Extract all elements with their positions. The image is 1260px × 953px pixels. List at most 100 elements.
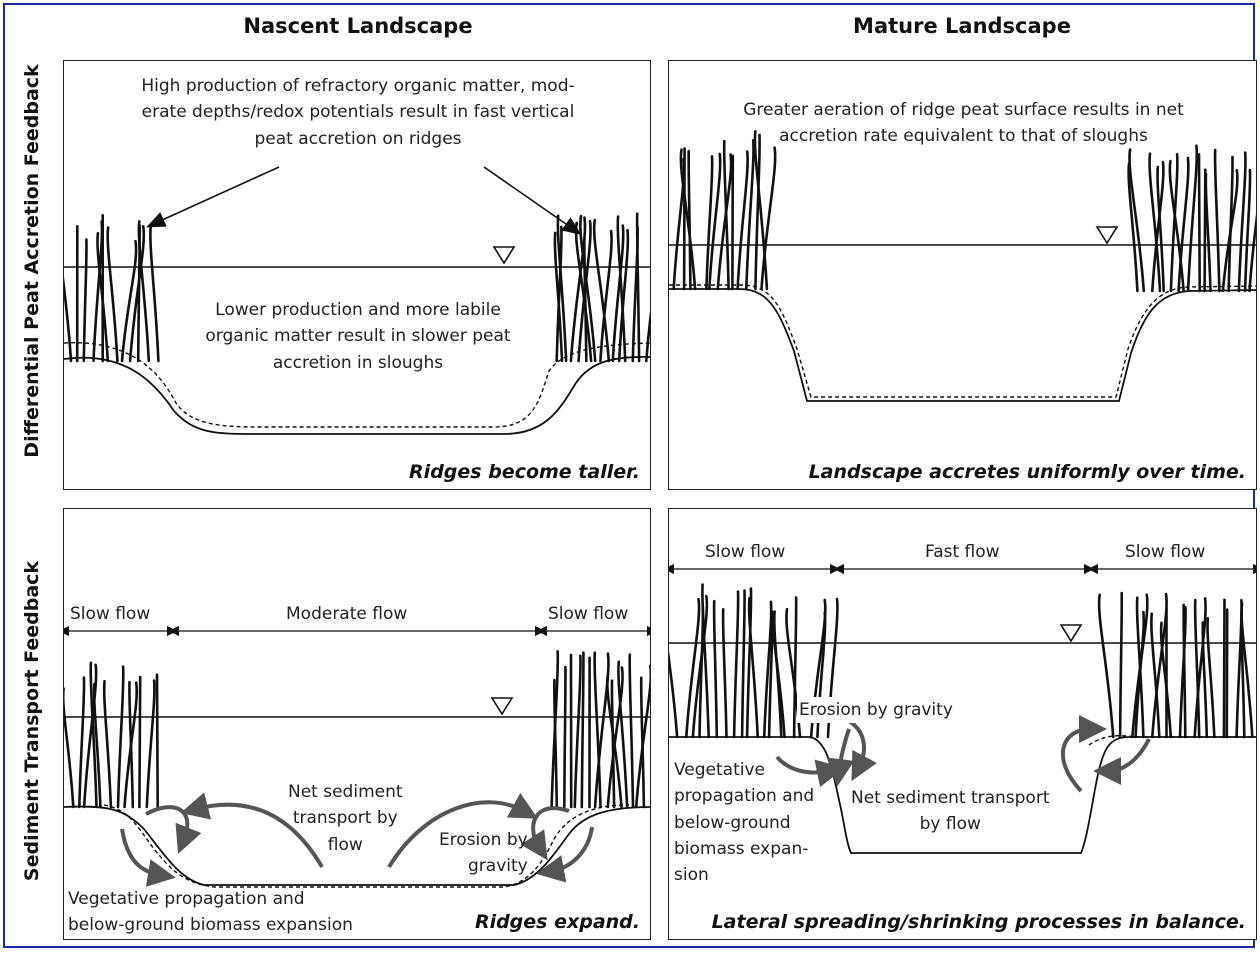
water-level-triangle xyxy=(1097,227,1117,243)
text-line: Greater aeration of ridge peat surface r… xyxy=(669,97,1257,123)
slow-flow-right-label: Slow flow xyxy=(1125,539,1205,565)
grass-blade xyxy=(118,667,123,808)
net-sediment-transport-label: Net sediment transport by flow xyxy=(288,779,403,858)
grass-blade xyxy=(564,667,565,807)
erosion-by-gravity-label: Erosion by gravity xyxy=(797,697,955,723)
grass-blade xyxy=(794,598,796,738)
text-line: Erosion by xyxy=(420,827,528,853)
text-line: biomass expan- xyxy=(674,836,814,862)
grass-blade xyxy=(1206,174,1211,291)
grass-blade xyxy=(129,682,132,807)
panel-nascent-sediment: Slow flow Moderate flow Slow flow Net se… xyxy=(63,508,651,940)
erosion-arrow-left xyxy=(146,807,187,839)
grass-blade xyxy=(575,656,581,807)
grass-blade xyxy=(773,613,785,738)
grass-blade xyxy=(714,601,717,737)
grass-blade xyxy=(1120,593,1122,737)
column-title-mature: Mature Landscape xyxy=(662,14,1260,38)
future-surface-dashed xyxy=(669,285,1257,397)
text-line: Net sediment transport xyxy=(851,785,1050,811)
grass-blade xyxy=(1099,595,1113,737)
grass-blade xyxy=(147,681,155,808)
fast-flow-label: Fast flow xyxy=(925,539,1000,565)
grass-blade xyxy=(157,675,158,807)
ground-surface xyxy=(669,289,1257,401)
ridge-vegetation-right xyxy=(1099,593,1252,737)
vegetative-arrow-right xyxy=(1109,739,1149,771)
grass-blade xyxy=(1203,623,1207,737)
row-title-sediment-transport: Sediment Transport Feedback xyxy=(19,511,45,931)
water-level-triangle xyxy=(492,698,512,714)
grass-blade xyxy=(1224,600,1225,737)
text-line: Vegetative propagation and xyxy=(68,886,353,912)
text-line: by flow xyxy=(851,811,1050,837)
sediment-transport-arrow-right xyxy=(1063,729,1091,791)
grass-blade xyxy=(139,677,140,807)
text-line: flow xyxy=(288,832,403,858)
panel-mature-sediment: Slow flow Fast flow Slow flow Erosion by… xyxy=(668,508,1257,940)
text-line: peat accretion on ridges xyxy=(64,126,651,152)
grass-blade xyxy=(749,598,758,737)
text-line: accretion in sloughs xyxy=(64,350,651,376)
grass-blade xyxy=(762,148,776,289)
grass-blade xyxy=(742,591,745,738)
panel-mature-peat: Greater aeration of ridge peat surface r… xyxy=(668,60,1257,490)
grass-blade xyxy=(641,678,644,807)
grass-blade xyxy=(734,592,738,737)
text-line: transport by xyxy=(288,805,403,831)
grass-blade xyxy=(1215,150,1219,291)
text-line: below-ground biomass expansion xyxy=(68,912,353,938)
peat-accretion-ridges-text: High production of refractory organic ma… xyxy=(64,73,651,152)
aeration-text: Greater aeration of ridge peat surface r… xyxy=(669,97,1257,150)
text-line: Net sediment xyxy=(288,779,403,805)
moderate-flow-label: Moderate flow xyxy=(286,601,407,627)
slow-flow-right-label: Slow flow xyxy=(548,601,628,627)
text-line: erate depths/redox potentials result in … xyxy=(64,99,651,125)
grass-blade xyxy=(630,655,633,807)
slow-flow-left-label: Slow flow xyxy=(70,601,150,627)
grass-blade xyxy=(1239,153,1246,291)
text-line: propagation and xyxy=(674,783,814,809)
ridge-vegetation-right xyxy=(552,651,651,807)
panel-caption: Ridges expand. xyxy=(475,911,640,933)
panel-caption: Ridges become taller. xyxy=(409,461,640,483)
grass-blade xyxy=(669,604,677,737)
ridge-vegetation-left xyxy=(64,663,158,807)
grass-blade xyxy=(1179,158,1189,291)
vegetative-propagation-label: Vegetative propagation and below-ground … xyxy=(674,757,814,889)
arrow-to-right-ridge xyxy=(484,167,579,233)
grass-blade xyxy=(723,609,726,737)
grass-blade xyxy=(104,681,111,807)
row-title-peat-accretion: Differential Peat Accretion Feedback xyxy=(19,51,45,471)
grass-blade xyxy=(1229,157,1233,291)
column-title-nascent: Nascent Landscape xyxy=(58,14,658,38)
slough-accretion-text: Lower production and more labile organic… xyxy=(64,297,651,376)
panel-caption: Lateral spreading/shrinking processes in… xyxy=(712,911,1246,933)
vegetative-propagation-label: Vegetative propagation and below-ground … xyxy=(68,886,353,939)
text-line: Vegetative xyxy=(674,757,814,783)
grass-blade xyxy=(582,653,584,807)
grass-blade xyxy=(686,599,699,737)
ridge-vegetation-left xyxy=(674,131,775,289)
grass-blade xyxy=(1208,618,1215,737)
grass-blade xyxy=(684,149,685,290)
water-level-triangle xyxy=(494,247,514,263)
grass-blade xyxy=(79,678,84,808)
text-line: gravity xyxy=(420,853,528,879)
ridge-vegetation-right xyxy=(1129,146,1257,291)
grass-blade xyxy=(64,689,73,808)
text-line: organic matter result in slower peat xyxy=(64,323,651,349)
text-line: Lower production and more labile xyxy=(64,297,651,323)
vegetative-arrow-left xyxy=(122,829,160,875)
arrow-to-left-ridge xyxy=(149,167,279,226)
erosion-by-gravity-label: Erosion by gravity xyxy=(420,827,528,880)
panel-nascent-peat: High production of refractory organic ma… xyxy=(63,60,651,490)
gravity-arrow-left xyxy=(839,729,849,771)
text-line: sion xyxy=(674,862,814,888)
net-sediment-transport-label: Net sediment transport by flow xyxy=(851,785,1050,838)
grass-blade xyxy=(1199,154,1200,291)
grass-blade xyxy=(1245,170,1250,291)
panel-nascent-sediment-drawing xyxy=(64,509,651,940)
text-line: below-ground xyxy=(674,810,814,836)
text-line: High production of refractory organic ma… xyxy=(64,73,651,99)
